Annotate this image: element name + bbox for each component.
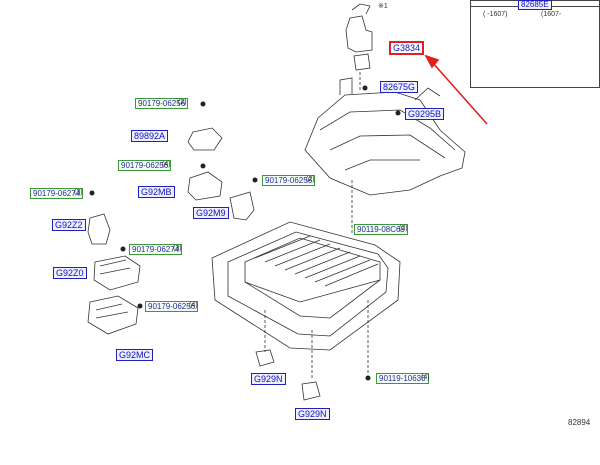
block-g92z0 bbox=[93, 255, 141, 291]
part-label-g92m9[interactable]: G92M9 bbox=[193, 207, 229, 219]
part-label-90119-10636[interactable]: 90119-10636 bbox=[376, 373, 429, 384]
part-qty-90179-06256-d: (4) bbox=[189, 302, 198, 309]
part-qty-90179-06274-a: (3) bbox=[74, 189, 83, 196]
part-qty-90179-06274-b: (3) bbox=[173, 245, 182, 252]
part-qty-90179-06256-a: (2) bbox=[178, 99, 187, 106]
bracket-g92m9 bbox=[229, 191, 255, 221]
part-label-g92mc[interactable]: G92MC bbox=[116, 349, 154, 361]
part-qty-90119-08c69: (2) bbox=[399, 225, 408, 232]
connector-part bbox=[345, 15, 373, 53]
part-label-90179-06256-d[interactable]: 90179-06256 bbox=[145, 301, 199, 312]
inset-col-right: (1607- bbox=[541, 11, 562, 18]
label-inset-box: ( -1607) (1607- bbox=[470, 0, 600, 88]
part-label-89892a[interactable]: 89892A bbox=[131, 130, 169, 142]
bracket-g929n-a bbox=[255, 349, 275, 367]
bracket-g92mc bbox=[87, 295, 139, 335]
part-qty-90179-06256-b: (4) bbox=[162, 161, 171, 168]
highlight-arrow bbox=[424, 54, 488, 125]
part-label-90179-06256-a[interactable]: 90179-06256 bbox=[135, 98, 189, 109]
battery-modules bbox=[244, 237, 381, 319]
part-label-g92z0[interactable]: G92Z0 bbox=[53, 267, 87, 279]
inset-col-left: ( -1607) bbox=[483, 11, 508, 18]
bracket-g92z2 bbox=[87, 213, 111, 245]
bracket-g92mb bbox=[187, 171, 223, 201]
part-label-90179-06256-b[interactable]: 90179-06256 bbox=[118, 160, 172, 171]
bracket-89892a bbox=[187, 127, 223, 151]
part-label-82675g[interactable]: 82675G bbox=[380, 81, 419, 93]
part-qty-90179-06256-c: (2) bbox=[306, 176, 315, 183]
part-label-g929n-a[interactable]: G929N bbox=[251, 373, 286, 385]
footnote-mark: ※1 bbox=[378, 3, 388, 10]
part-label-90179-06274-a[interactable]: 90179-06274 bbox=[30, 188, 84, 199]
part-label-g92z2[interactable]: G92Z2 bbox=[52, 219, 86, 231]
inset-code-label[interactable]: 82685E bbox=[518, 0, 552, 10]
part-qty-90119-10636: (4) bbox=[421, 374, 430, 381]
part-label-g3834[interactable]: G3834 bbox=[389, 41, 425, 55]
part-label-g92mb[interactable]: G92MB bbox=[138, 186, 175, 198]
part-label-90179-06256-c[interactable]: 90179-06256 bbox=[262, 175, 316, 186]
bracket-g929n-b bbox=[301, 381, 321, 401]
part-label-g929n-b[interactable]: G929N bbox=[295, 408, 330, 420]
part-label-90119-08c69[interactable]: 90119-08C69 bbox=[354, 224, 408, 235]
part-label-g9295b[interactable]: G9295B bbox=[405, 108, 445, 120]
figure-ref-number: 82894 bbox=[568, 418, 591, 427]
part-label-90179-06274-b[interactable]: 90179-06274 bbox=[129, 244, 183, 255]
battery-tray bbox=[211, 221, 401, 351]
